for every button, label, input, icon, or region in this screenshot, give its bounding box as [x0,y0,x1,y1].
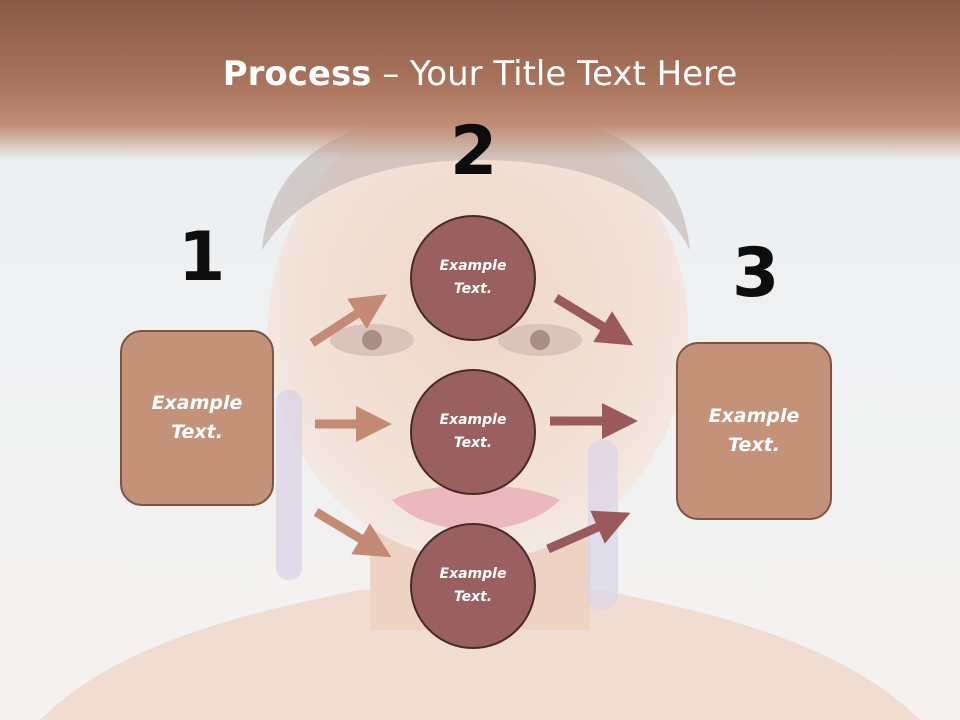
step-number-1: 1 [178,218,226,297]
slide-title: Process – Your Title Text Here [0,52,960,96]
step-number-3: 3 [732,234,780,313]
process-box-left-text: Example Text. [151,392,243,443]
process-box-right-text: Example Text. [708,405,800,456]
header-band [0,0,960,160]
process-circle-bottom[interactable]: Example Text. [410,523,536,649]
process-circle-middle[interactable]: Example Text. [410,369,536,495]
title-bold: Process [222,54,372,94]
process-circle-top[interactable]: Example Text. [410,215,536,341]
arrow-top-to-right [553,294,634,346]
process-box-left[interactable]: Example Text. [120,330,274,506]
process-box-right[interactable]: Example Text. [676,342,832,520]
arrow-bot-to-right [546,510,631,554]
process-circle-top-text: Example Text. [439,258,507,297]
process-circle-middle-text: Example Text. [439,412,507,451]
process-circle-bottom-text: Example Text. [439,566,507,605]
title-rest: – Your Title Text Here [371,54,738,94]
arrow-left-to-top [309,294,388,347]
arrow-left-to-bot [313,508,392,558]
step-number-2: 2 [450,112,498,191]
